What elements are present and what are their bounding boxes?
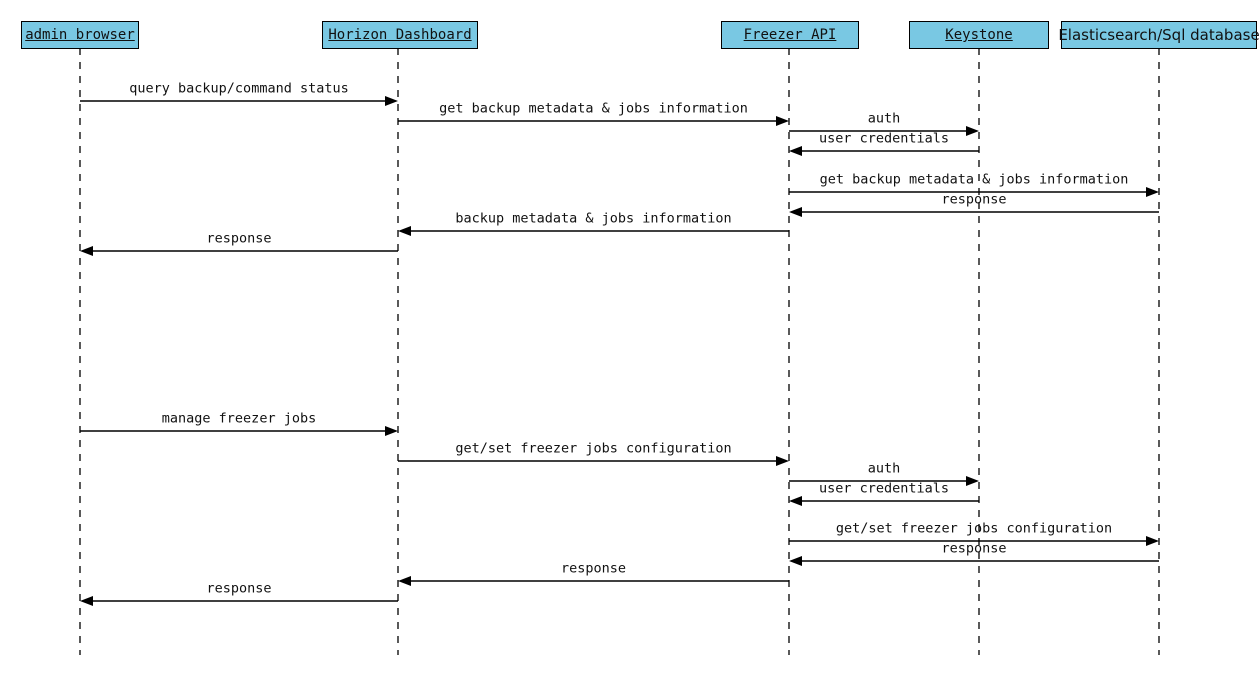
- message-arrowhead-m5: [1146, 187, 1159, 197]
- participant-keystone[interactable]: Keystone: [909, 21, 1049, 49]
- message-arrow-group: [80, 96, 1159, 606]
- message-arrowhead-m1: [385, 96, 398, 106]
- message-m5: [789, 187, 1159, 197]
- message-label-m10: get/set freezer jobs configuration: [455, 440, 732, 457]
- message-label-m13: get/set freezer jobs configuration: [835, 520, 1113, 537]
- message-m4: [789, 146, 979, 156]
- participant-label-keystone: Keystone: [945, 27, 1013, 43]
- message-arrowhead-m2: [776, 116, 789, 126]
- message-label-m11: auth: [867, 460, 901, 477]
- message-arrowhead-m9: [385, 426, 398, 436]
- message-arrowhead-m11: [966, 476, 979, 486]
- message-m12: [789, 496, 979, 506]
- message-arrowhead-m14: [789, 556, 802, 566]
- participant-label-elasticsearch: Elasticsearch/Sql database: [1058, 25, 1260, 44]
- message-label-m5: get backup metadata & jobs information: [819, 171, 1129, 188]
- participant-horizon[interactable]: Horizon Dashboard: [322, 21, 478, 49]
- message-arrowhead-m7: [398, 226, 411, 236]
- message-m11: [789, 476, 979, 486]
- message-label-m8: response: [206, 230, 272, 247]
- message-arrowhead-m4: [789, 146, 802, 156]
- participant-admin-browser[interactable]: admin browser: [21, 21, 139, 49]
- message-m3: [789, 126, 979, 136]
- message-label-m6: response: [941, 191, 1007, 208]
- message-m14: [789, 556, 1159, 566]
- message-m13: [789, 536, 1159, 546]
- message-label-m15: response: [560, 560, 627, 577]
- message-arrowhead-m15: [398, 576, 411, 586]
- message-arrowhead-m16: [80, 596, 93, 606]
- message-label-m12: user credentials: [818, 480, 950, 497]
- message-label-m2: get backup metadata & jobs information: [439, 100, 748, 117]
- message-arrowhead-m12: [789, 496, 802, 506]
- message-label-m4: user credentials: [818, 130, 950, 147]
- message-m6: [789, 207, 1159, 217]
- message-label-m9: manage freezer jobs: [161, 410, 317, 427]
- participant-elasticsearch[interactable]: Elasticsearch/Sql database: [1058, 21, 1260, 49]
- message-m15: [398, 576, 789, 586]
- message-label-m14: response: [941, 540, 1007, 557]
- lifeline-group: [79, 48, 1160, 655]
- message-arrowhead-m6: [789, 207, 802, 217]
- message-arrowhead-m13: [1146, 536, 1159, 546]
- message-arrowhead-m3: [966, 126, 979, 136]
- message-label-m1: query backup/command status: [129, 80, 349, 97]
- message-m10: [398, 456, 789, 466]
- message-m8: [80, 246, 398, 256]
- message-label-m7: backup metadata & jobs information: [455, 210, 732, 227]
- message-arrowhead-m8: [80, 246, 93, 256]
- message-m2: [398, 116, 789, 126]
- message-m9: [80, 426, 398, 436]
- participant-freezer-api[interactable]: Freezer API: [721, 21, 859, 49]
- participant-label-horizon: Horizon Dashboard: [328, 27, 472, 43]
- participant-label-admin-browser: admin browser: [25, 27, 135, 43]
- participant-label-freezer-api: Freezer API: [743, 27, 837, 43]
- message-m16: [80, 596, 398, 606]
- message-m1: [80, 96, 398, 106]
- message-arrowhead-m10: [776, 456, 789, 466]
- message-label-m3: auth: [867, 110, 901, 127]
- message-label-m16: response: [206, 580, 272, 597]
- message-m7: [398, 226, 789, 236]
